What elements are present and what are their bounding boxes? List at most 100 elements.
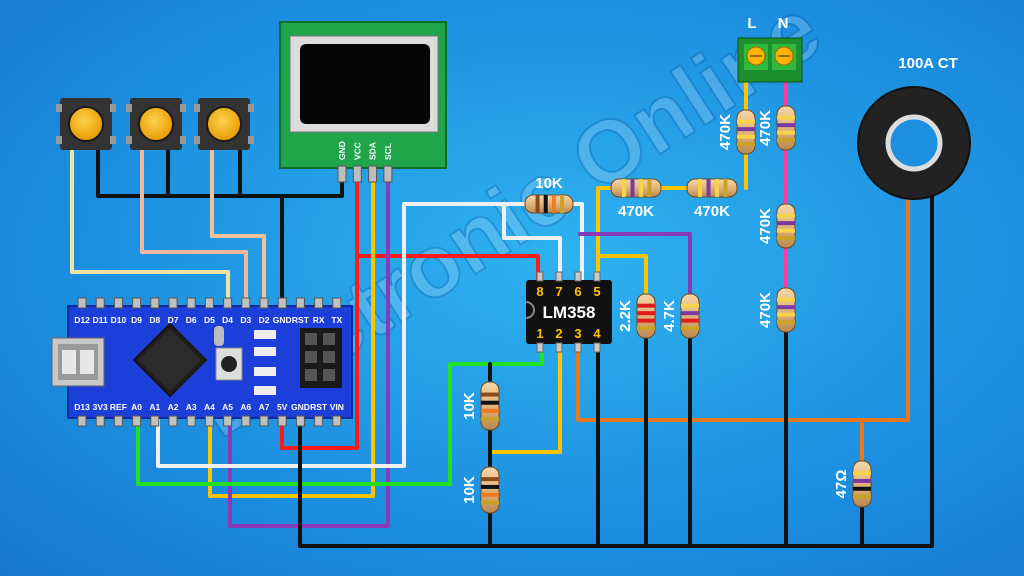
pin-label-bottom: 3V3	[93, 402, 108, 412]
lm358-pin-number-top: 7	[555, 284, 562, 299]
resistor-r-470k-h1: 470K	[610, 178, 662, 220]
push-button-2	[126, 98, 186, 150]
resistor-band	[481, 492, 499, 497]
resistor-band	[481, 500, 499, 505]
resistor-body	[524, 194, 574, 214]
pin-label-top: D3	[240, 315, 251, 325]
pin-label-top: D4	[222, 315, 233, 325]
pin-label-top: RST	[292, 315, 310, 325]
resistor-band	[681, 311, 699, 316]
oled-pin	[368, 165, 378, 183]
wire-pin6-4k7	[578, 232, 692, 298]
resistor-r-470k-h2: 470K	[686, 178, 738, 220]
resistor-band	[481, 477, 499, 482]
header-pin-top	[204, 297, 214, 309]
pin-label-top: D6	[186, 315, 197, 325]
lm358-pin-number-bottom: 4	[593, 326, 601, 341]
resistor-r-47: 47Ω	[833, 460, 872, 508]
lm358-pin-number-bottom: 1	[536, 326, 543, 341]
resistor-band	[737, 119, 755, 124]
header-pin-bottom	[95, 415, 105, 427]
header-pin-top	[259, 297, 269, 309]
resistor-r-470k-v4: 470K	[757, 287, 796, 333]
resistor-body	[736, 109, 756, 155]
oled-pin-label: SCL	[383, 143, 393, 160]
lm358-pin-number-top: 8	[536, 284, 543, 299]
pin-label-bottom: REF	[110, 402, 127, 412]
header-pin-bottom	[314, 415, 324, 427]
pin-label-bottom: RST	[310, 402, 328, 412]
resistor-r-470k-v2: 470K	[757, 105, 796, 151]
usb-connector	[51, 337, 105, 387]
pin-label-bottom: A5	[222, 402, 233, 412]
resistor-r-470k-v3: 470K	[757, 203, 796, 249]
ct-label: 100A CT	[898, 55, 957, 72]
pin-label-top: D9	[131, 315, 142, 325]
resistor-body	[680, 293, 700, 339]
lm358-pin-bottom	[593, 342, 601, 353]
lm358-pin-number-top: 6	[574, 284, 581, 299]
header-pin-bottom	[241, 415, 251, 427]
resistor-band	[706, 179, 711, 197]
lm358-pin-top	[574, 271, 582, 282]
resistor-band	[535, 195, 540, 213]
lm358-pin-top	[536, 271, 544, 282]
header-pin-top	[332, 297, 342, 309]
wire-ground-bus	[298, 194, 934, 548]
terminal-n-label: N	[778, 15, 789, 32]
resistor-band	[481, 408, 499, 413]
resistor-band	[715, 179, 719, 197]
resistor-band	[723, 179, 728, 197]
wire-pin7-feedback	[502, 202, 562, 282]
header-pin-top	[150, 297, 160, 309]
oled-pin	[352, 165, 362, 183]
resistor-label: 4.7K	[661, 300, 678, 332]
resistor-body	[610, 178, 662, 198]
resistor-body	[480, 381, 500, 431]
wire-button1-d4	[70, 148, 230, 306]
oled-pin-label: GND	[337, 141, 347, 160]
pin-label-bottom: GND	[291, 402, 310, 412]
header-pin-top	[132, 297, 142, 309]
resistor-label: 10K	[461, 392, 478, 420]
resistor-band	[777, 305, 795, 310]
resistor-band	[681, 318, 699, 323]
resistor-label: 470K	[757, 208, 774, 244]
resistor-band	[853, 471, 871, 476]
header-pin-top	[95, 297, 105, 309]
icsp-header	[300, 328, 342, 388]
pin-label-top: D8	[149, 315, 160, 325]
status-leds	[254, 330, 276, 395]
resistor-band	[777, 213, 795, 218]
resistor-body	[852, 460, 872, 508]
resistor-band	[481, 484, 499, 489]
header-pin-bottom	[204, 415, 214, 427]
resistor-label: 10K	[461, 476, 478, 504]
resistor-band	[637, 318, 655, 323]
resistor-band	[777, 138, 795, 143]
header-pin-bottom	[168, 415, 178, 427]
microcontroller-chip	[132, 322, 208, 398]
oled-pin	[337, 165, 347, 183]
pin-label-bottom: A2	[168, 402, 179, 412]
header-pin-top	[241, 297, 251, 309]
resistor-band	[543, 195, 548, 213]
wire-pin5-470k	[596, 186, 614, 282]
header-pin-top	[223, 297, 233, 309]
header-pin-bottom	[132, 415, 142, 427]
header-pin-top	[295, 297, 305, 309]
resistor-band	[853, 494, 871, 499]
oled-pin-label: SDA	[368, 142, 378, 160]
resistor-r-4-7k: 4.7K	[661, 293, 700, 339]
resistor-band	[481, 400, 499, 405]
header-pin-bottom	[150, 415, 160, 427]
resistor-body	[776, 203, 796, 249]
pin-label-top: RX	[313, 315, 325, 325]
resistor-band	[630, 179, 635, 197]
resistor-label: 470K	[694, 203, 730, 220]
resistor-label: 470K	[757, 110, 774, 146]
pin-label-top: TX	[331, 315, 342, 325]
